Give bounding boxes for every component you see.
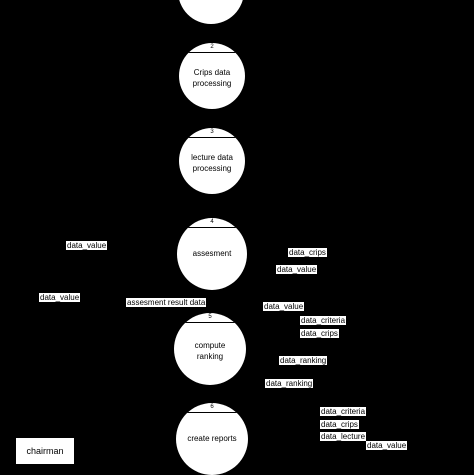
flow-label: data_ranking <box>265 379 314 388</box>
flow-label: data_value <box>39 293 81 302</box>
process-number: 2 <box>179 43 245 53</box>
entity-chairman[interactable]: chairman <box>15 437 75 465</box>
process-label: create reports <box>187 434 237 443</box>
process-number: 6 <box>176 403 248 413</box>
process-number: 5 <box>174 313 246 323</box>
flow-label: data_criteria <box>300 316 347 325</box>
process-top[interactable] <box>178 0 244 24</box>
flow-label: data_value <box>66 241 108 250</box>
process-number: 4 <box>177 218 247 228</box>
process-crips-data-processing[interactable]: 2 Crips data processing <box>179 43 245 109</box>
flow-label: data_lecture <box>320 432 367 441</box>
process-label: Crips data processing <box>192 68 232 88</box>
flow-label: data_crips <box>320 420 359 429</box>
flow-label: data_ranking <box>279 356 328 365</box>
flow-label: data_value <box>263 302 305 311</box>
process-create-reports[interactable]: 6 create reports <box>176 403 248 475</box>
flow-label: assesment result data <box>126 298 207 307</box>
flow-label: data_value <box>366 441 408 450</box>
process-label: compute ranking <box>194 341 226 361</box>
process-label: lecture data processing <box>191 153 233 173</box>
process-lecture-data-processing[interactable]: 3 lecture data processing <box>179 128 245 194</box>
process-number: 3 <box>179 128 245 138</box>
process-label: assesment <box>192 249 232 258</box>
flow-label: data_crips <box>300 329 339 338</box>
process-assesment[interactable]: 4 assesment <box>177 218 247 290</box>
process-compute-ranking[interactable]: 5 compute ranking <box>174 313 246 385</box>
flow-label: data_crips <box>288 248 327 257</box>
flow-label: data_criteria <box>320 407 367 416</box>
flow-label: data_value <box>276 265 318 274</box>
